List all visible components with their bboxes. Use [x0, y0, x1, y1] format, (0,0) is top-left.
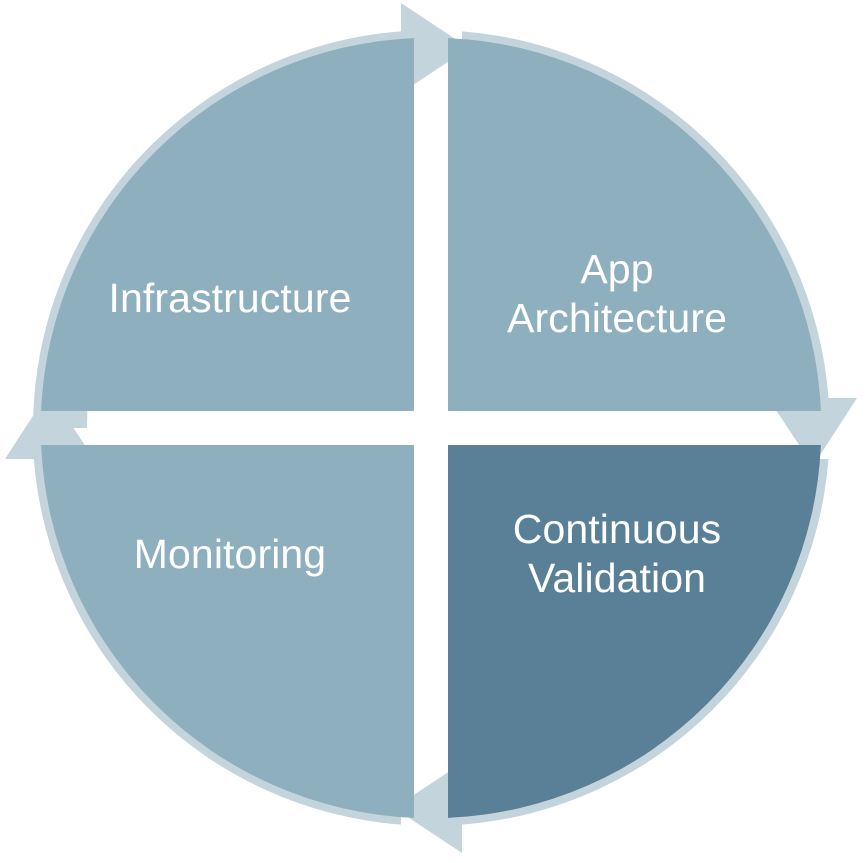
quadrant-app-architecture[interactable]	[448, 38, 821, 411]
quadrant-group	[41, 38, 821, 818]
cycle-arrow-group	[5, 3, 857, 853]
quadrant-infrastructure[interactable]	[41, 38, 414, 411]
quadrant-continuous-validation[interactable]	[448, 445, 821, 818]
quadrant-monitoring[interactable]	[41, 445, 414, 818]
